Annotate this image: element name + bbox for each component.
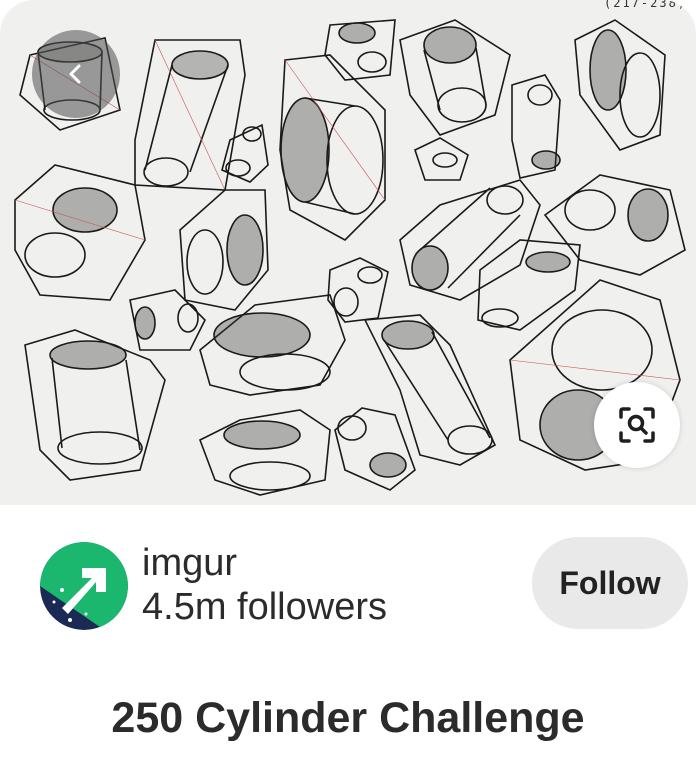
chevron-left-icon: [69, 64, 81, 84]
follow-button[interactable]: Follow: [532, 537, 688, 629]
publisher-name[interactable]: imgur: [142, 542, 238, 584]
pin-title: 250 Cylinder Challenge: [111, 694, 585, 742]
follower-count: 4.5m followers: [142, 586, 387, 628]
publisher-avatar[interactable]: [40, 542, 128, 630]
back-button[interactable]: [32, 30, 120, 118]
visual-search-icon: [619, 407, 655, 443]
pin-image[interactable]: (217-238): [0, 0, 696, 505]
sketch-range-label: (217-238): [604, 0, 688, 10]
publisher-row: imgur 4.5m followers Follow: [0, 505, 696, 665]
imgur-arrow-logo-icon: [40, 542, 128, 630]
visual-search-button[interactable]: [594, 382, 680, 468]
